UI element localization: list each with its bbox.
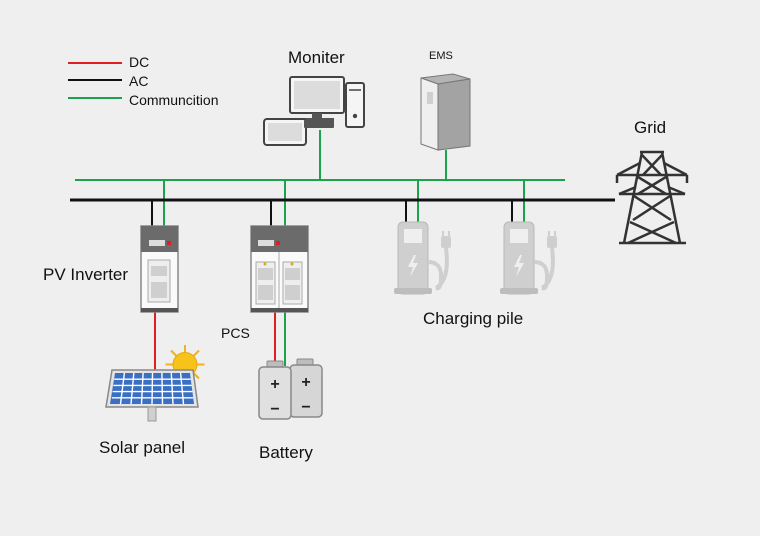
solar-panel-label: Solar panel (99, 438, 186, 457)
dc-lines (154, 312, 276, 370)
moniter-label: Moniter (288, 48, 345, 67)
charging-pile-icon (394, 221, 451, 295)
svg-text:−: − (270, 401, 279, 418)
ems-cabinet-icon (420, 73, 471, 151)
legend-dc-label: DC (129, 54, 150, 70)
pcs-label: PCS (221, 325, 250, 341)
computer-monitor-icon (263, 76, 365, 146)
charging-pile-label: Charging pile (423, 309, 524, 328)
pv-inverter-cabinet-icon (140, 225, 179, 313)
svg-text:+: + (301, 374, 310, 391)
pcs-cabinet-icon (250, 225, 309, 313)
pv-inverter-label: PV Inverter (43, 265, 129, 284)
legend-ac-label: AC (129, 73, 149, 89)
legend-comm-label: Communcition (129, 92, 219, 108)
svg-text:+: + (270, 376, 279, 393)
grid-label: Grid (634, 118, 667, 137)
transmission-tower-icon (615, 150, 689, 245)
charging-pile-icon (500, 221, 557, 295)
svg-text:−: − (301, 399, 310, 416)
battery-label: Battery (259, 443, 313, 462)
battery-icon: + − + − (258, 358, 323, 420)
ems-label: EMS (429, 50, 453, 62)
ac-bus (70, 198, 615, 226)
solar-panel-icon (105, 369, 199, 422)
legend (68, 62, 122, 99)
